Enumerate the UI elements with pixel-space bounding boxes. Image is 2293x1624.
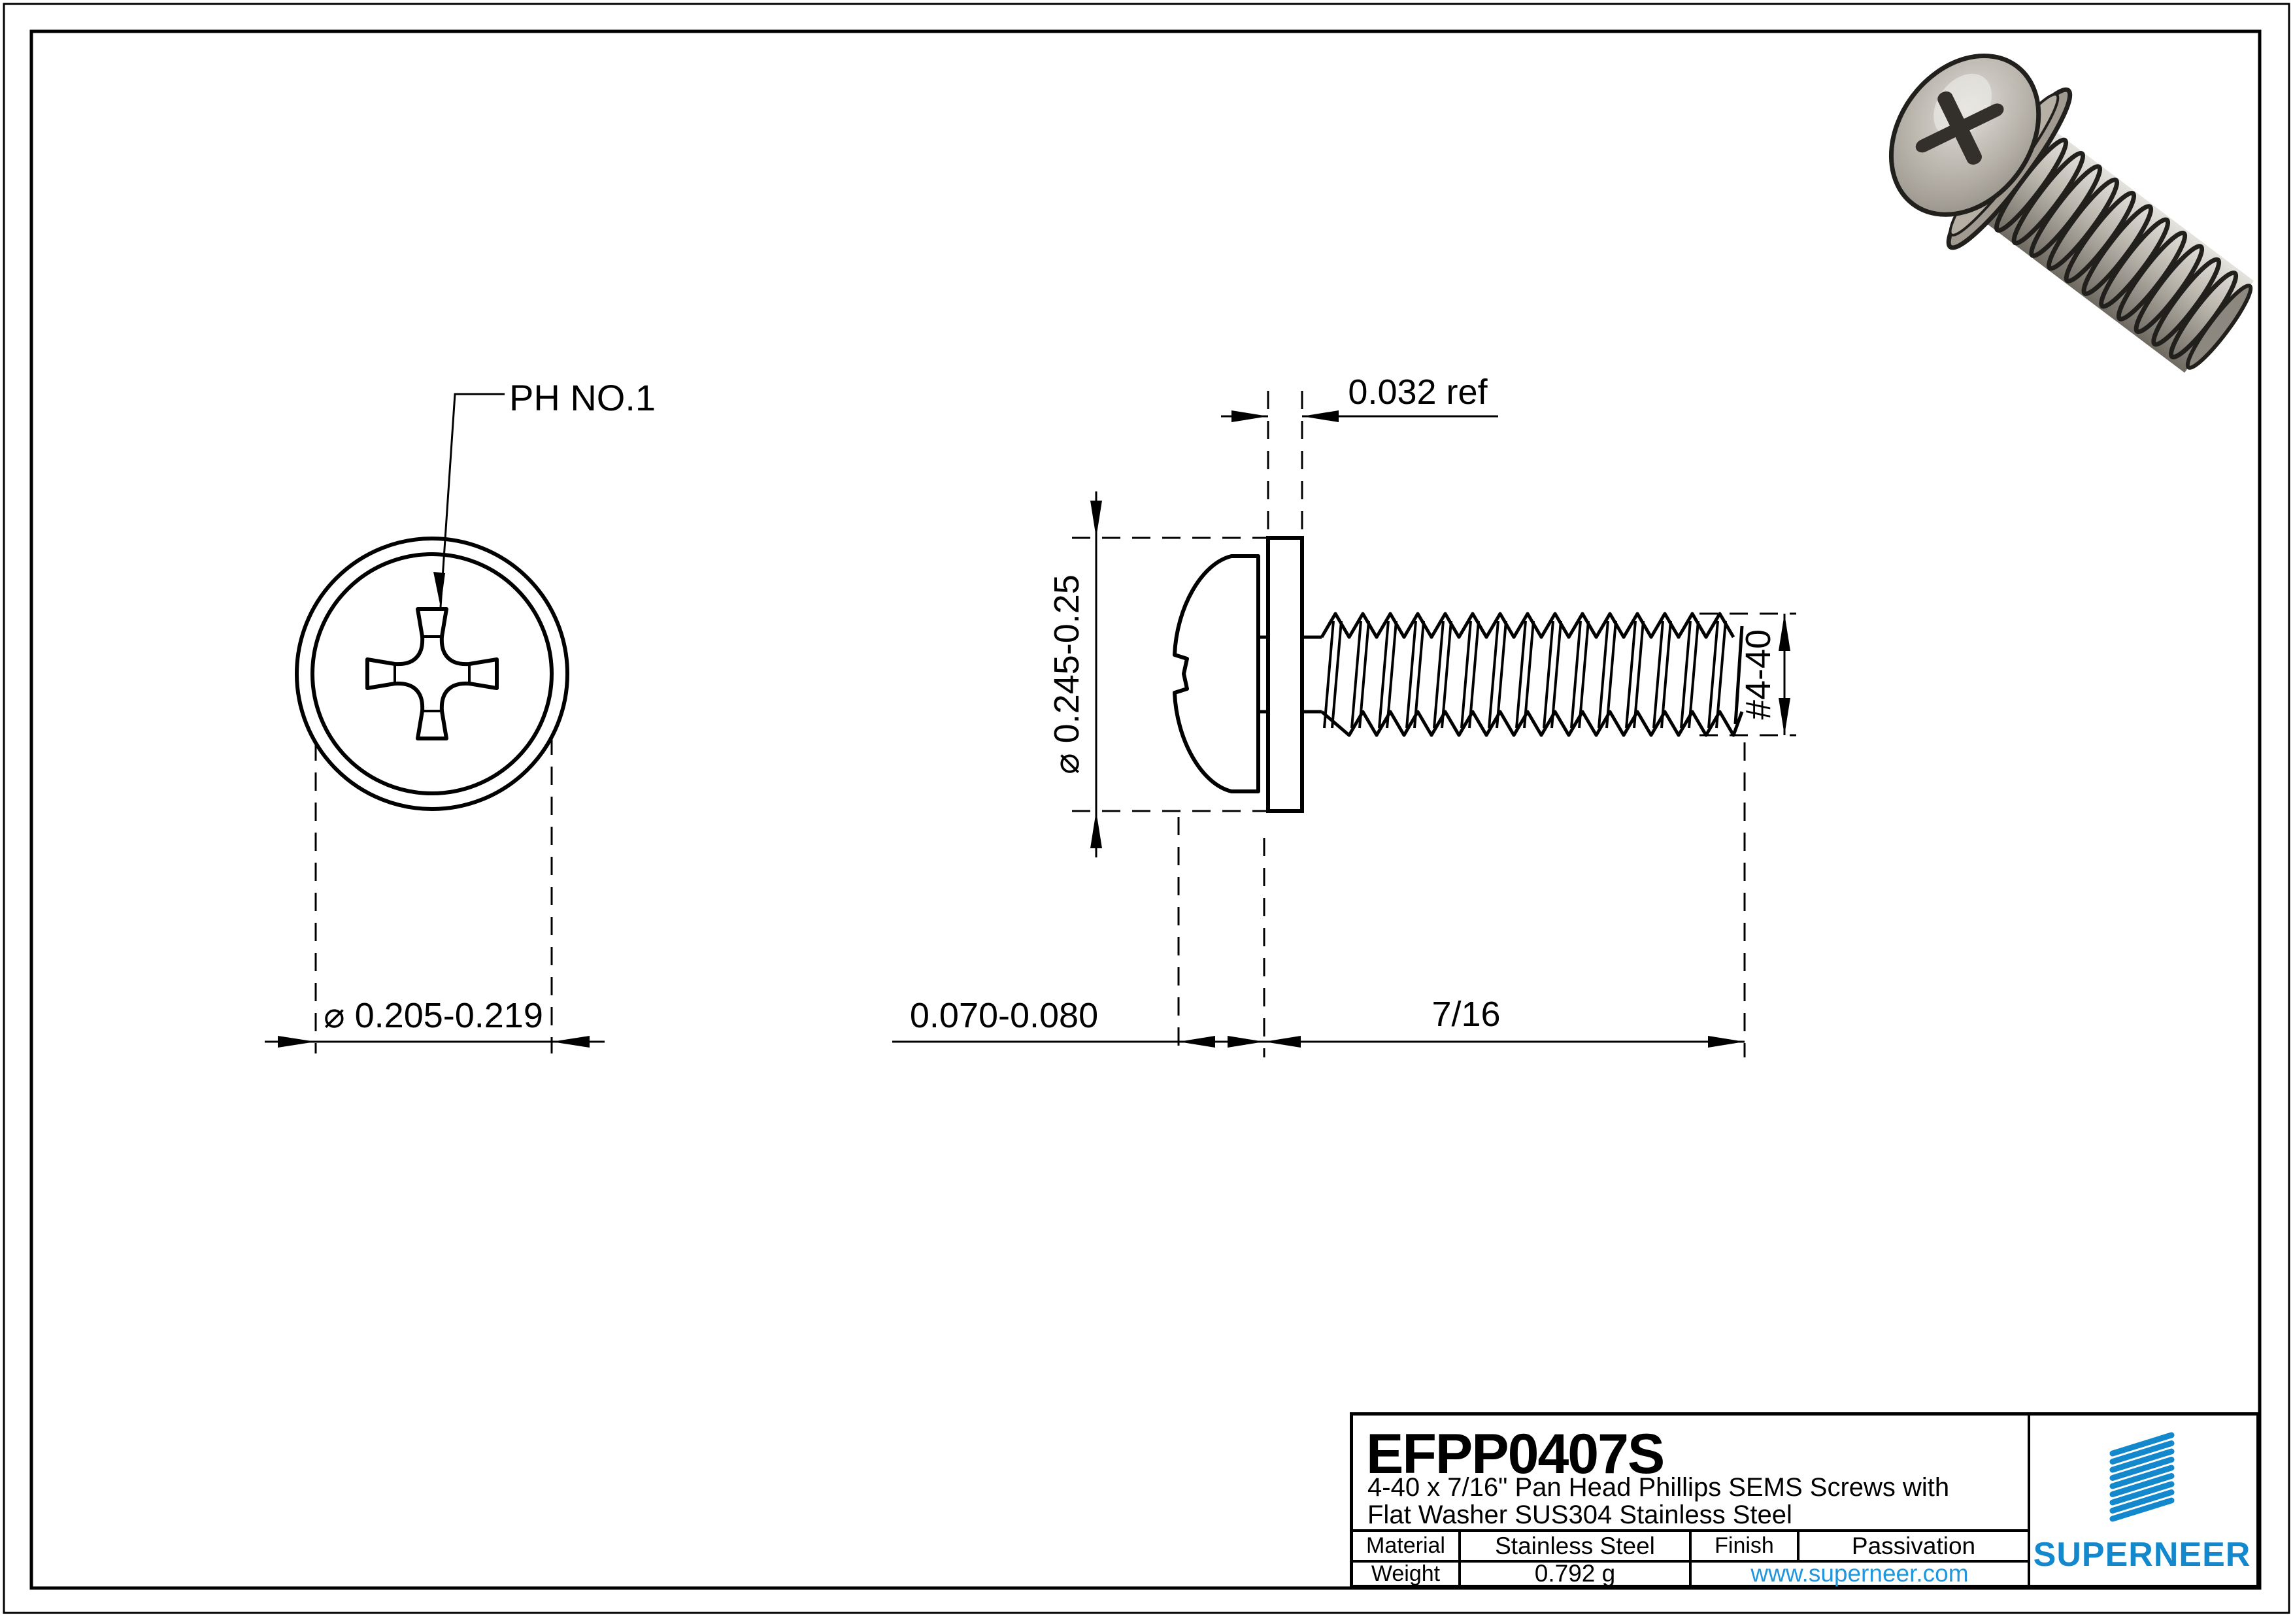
thread-profile-top xyxy=(1320,612,1735,639)
weight-value: 0.792 g xyxy=(1534,1560,1616,1587)
thread-profile-bottom xyxy=(1320,710,1744,737)
part-description-line2: Flat Washer SUS304 Stainless Steel xyxy=(1367,1500,1792,1529)
head-height-dim: 0.070-0.080 xyxy=(910,996,1098,1035)
part-description-line1: 4-40 x 7/16" Pan Head Phillips SEMS Scre… xyxy=(1367,1473,1950,1502)
extension-lines xyxy=(314,391,1796,1057)
side-view xyxy=(1173,536,1744,813)
screw-3d-render xyxy=(1888,54,2254,373)
head-diameter-dim: ⌀ 0.205-0.219 xyxy=(324,996,543,1035)
brand-name: SUPERNEER xyxy=(2033,1536,2251,1574)
flat-washer-profile xyxy=(1266,536,1304,813)
thread-end-edge xyxy=(1733,625,1744,725)
render-phillips-cross xyxy=(1915,91,2004,165)
brand-logo-icon xyxy=(2109,1432,2175,1522)
thread-helix-lines xyxy=(1323,620,1727,729)
dimensions: PH NO.1 ⌀ 0.205-0.219 0.032 ref ⌀ 0.245-… xyxy=(265,373,1796,1057)
title-block: EFPP0407S 4-40 x 7/16" Pan Head Phillips… xyxy=(1350,1412,2260,1588)
material-value: Stainless Steel xyxy=(1495,1532,1655,1559)
titleblock-logo-divider xyxy=(2028,1416,2030,1585)
titleblock-col-divider-2 xyxy=(1689,1529,1692,1585)
pan-head-profile xyxy=(1173,554,1260,793)
shank-neck-lines xyxy=(1258,635,1322,714)
dimension-arrowheads xyxy=(278,410,1790,1048)
phillips-recess-flanks xyxy=(367,608,497,739)
titleblock-col-divider-1 xyxy=(1458,1529,1461,1585)
render-shank-body xyxy=(1979,126,2254,373)
washer-diameter-dim: ⌀ 0.245-0.25 xyxy=(1047,574,1086,774)
part-number: EFPP0407S xyxy=(1366,1423,1665,1485)
titleblock-col-divider-3 xyxy=(1797,1529,1799,1560)
thread-length-dim: 7/16 xyxy=(1431,995,1500,1034)
brand-logo-cell: SUPERNEER xyxy=(2028,1416,2256,1585)
finish-label: Finish xyxy=(1715,1533,1774,1558)
weight-label: Weight xyxy=(1371,1561,1441,1586)
front-view xyxy=(295,537,569,811)
render-screw-tip xyxy=(2185,284,2253,370)
outer-border xyxy=(3,3,2290,1614)
thread-spec-dim: #4-40 xyxy=(1739,629,1778,720)
website-link[interactable]: www.superneer.com xyxy=(1750,1560,1969,1587)
washer-thickness-dim: 0.032 ref xyxy=(1348,373,1488,412)
recess-label: PH NO.1 xyxy=(509,377,656,418)
material-label: Material xyxy=(1366,1533,1445,1558)
inner-border xyxy=(29,29,2262,1590)
finish-value: Passivation xyxy=(1851,1532,1976,1559)
